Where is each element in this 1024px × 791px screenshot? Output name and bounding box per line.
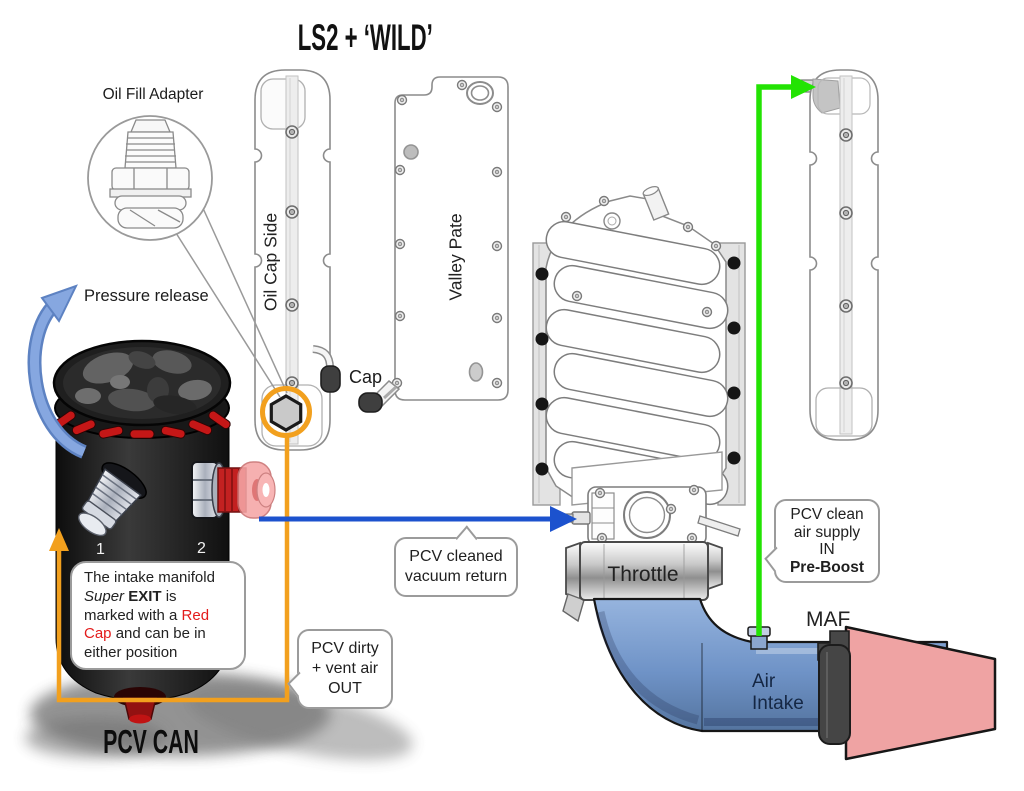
- pcv-dirty-out-bubble: PCV dirty + vent air OUT: [286, 629, 393, 709]
- maf-label: MAF: [806, 608, 851, 631]
- throttle-label: Throttle: [607, 563, 679, 586]
- cap-camo-pattern: [75, 350, 212, 415]
- blue-route: [259, 506, 577, 532]
- valley-plate-label: Valley Pate: [445, 213, 466, 301]
- note-exit: EXIT: [128, 587, 162, 605]
- note-super: Super: [84, 587, 129, 605]
- note-red-word: Red: [181, 606, 210, 624]
- cap-label: Cap: [349, 367, 383, 387]
- throttle-linkage: [697, 515, 741, 537]
- valley-tube-cap: [358, 392, 383, 413]
- pressure-release-arrow: [27, 284, 88, 459]
- oil-cap-side-label: Oil Cap Side: [260, 212, 281, 312]
- left-valve-cover: [254, 69, 341, 451]
- note-line1: The intake manifold: [84, 569, 215, 586]
- pcv-can-label: PCV CAN: [103, 722, 199, 760]
- can-port-2-fitting: [191, 461, 276, 519]
- oil-fill-hex-cap: [269, 394, 303, 432]
- oil-cap-highlight-ring: [260, 386, 312, 438]
- right-valve-cover: [800, 69, 879, 441]
- pcv-cleaned-return-bubble: PCV cleaned vacuum return: [394, 524, 518, 597]
- valley-plate: [358, 76, 509, 413]
- can-port-2-label: 2: [197, 540, 206, 557]
- grommet-patch: [812, 78, 841, 114]
- diagram-title-wrap: LS2 + ‘WILD’: [252, 18, 478, 58]
- pre-boost-label: Pre-Boost: [789, 558, 865, 576]
- intake-manifold-note: The intake manifold Super EXIT is marked…: [70, 561, 246, 670]
- pcv-clean-in-bubble: PCV clean air supply IN Pre-Boost: [763, 499, 880, 583]
- intake-manifold: [532, 186, 746, 546]
- air-intake-label: Air Intake: [752, 671, 804, 714]
- can-port-1-fitting: [77, 462, 147, 537]
- air-filter-cone: [844, 625, 997, 761]
- note-cap-word: Cap: [84, 625, 112, 643]
- an-fitting-drawing: [109, 119, 192, 229]
- manifold-bolts-dark: [535, 256, 741, 476]
- page-title: LS2 + ‘WILD’: [297, 18, 433, 59]
- orange-route: [49, 386, 312, 703]
- can-port-1-label: 1: [96, 541, 105, 558]
- vent-slots: [53, 410, 231, 439]
- note-line5: either position: [84, 644, 178, 662]
- pressure-release-label: Pressure release: [84, 287, 209, 305]
- maf-sensor: [817, 630, 851, 745]
- oil-fill-adapter-label: Oil Fill Adapter: [102, 86, 204, 103]
- oil-fill-adapter-callout: [87, 115, 288, 398]
- green-route: [756, 75, 816, 636]
- oil-cap-side-cap: [320, 365, 341, 393]
- pcv-can-label-wrap: PCV CAN: [88, 722, 199, 760]
